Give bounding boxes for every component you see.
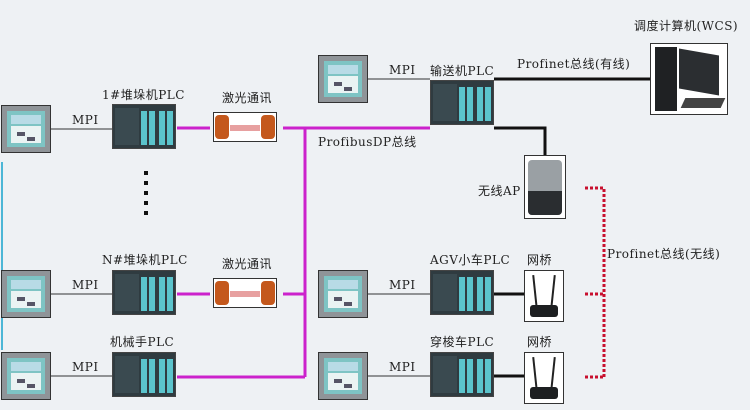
profinet-wireless-bus (585, 186, 606, 379)
bridge1-label: 网桥 (527, 253, 553, 267)
mpi-label-shuttle: MPI (389, 360, 416, 374)
profinet-wired-bus (494, 77, 650, 378)
ellipsis-dot (144, 191, 148, 195)
hmi-panel-conveyor (318, 55, 368, 103)
mpi-label-robot: MPI (72, 360, 99, 374)
hmi-panel-stackerN (1, 270, 51, 318)
stackerN-plc (112, 270, 176, 315)
wcs-label: 调度计算机(WCS) (634, 19, 739, 33)
ellipsis-dot (144, 181, 148, 185)
mpi-label-stackerN: MPI (72, 278, 99, 292)
mpi-label-conveyor: MPI (389, 63, 416, 77)
robot-plc-label: 机械手PLC (110, 335, 175, 349)
network-bridge-1 (524, 270, 564, 322)
profibus-label: ProfibusDP总线 (318, 135, 417, 149)
hmi-panel-robot (1, 352, 51, 400)
laser2-label: 激光通讯 (222, 257, 273, 271)
profinet-wireless-label: Profinet总线(无线) (607, 247, 721, 261)
bridge2-label: 网桥 (527, 335, 553, 349)
network-bridge-2 (524, 352, 564, 404)
wireless-ap-label: 无线AP (478, 184, 521, 198)
shuttle-plc (430, 352, 494, 397)
stacker1-plc (112, 104, 176, 149)
laser1-label: 激光通讯 (222, 91, 273, 105)
wcs-computer (650, 43, 728, 115)
agv-plc (430, 270, 494, 315)
agv-plc-label: AGV小车PLC (430, 253, 511, 267)
mpi-label-agv: MPI (389, 278, 416, 292)
stacker1-plc-label: 1#堆垛机PLC (102, 88, 185, 102)
mpi-label-stacker1: MPI (72, 113, 99, 127)
hmi-panel-agv (318, 270, 368, 318)
laser-comm-device-1 (213, 112, 277, 142)
hmi-panel-stacker1 (1, 105, 51, 153)
ellipsis-dot (144, 201, 148, 205)
shuttle-plc-label: 穿梭车PLC (430, 335, 495, 349)
hmi-panel-shuttle (318, 352, 368, 400)
conveyor-plc (430, 80, 494, 125)
laser-comm-device-2 (213, 278, 277, 308)
conveyor-plc-label: 输送机PLC (430, 64, 495, 78)
profinet-wired-label: Profinet总线(有线) (517, 57, 631, 71)
wireless-ap-device (524, 155, 566, 219)
robot-plc (112, 352, 176, 397)
ellipsis-dot (144, 211, 148, 215)
ellipsis-dot (144, 171, 148, 175)
stackerN-plc-label: N#堆垛机PLC (102, 253, 188, 267)
profibus-bus (177, 126, 430, 379)
